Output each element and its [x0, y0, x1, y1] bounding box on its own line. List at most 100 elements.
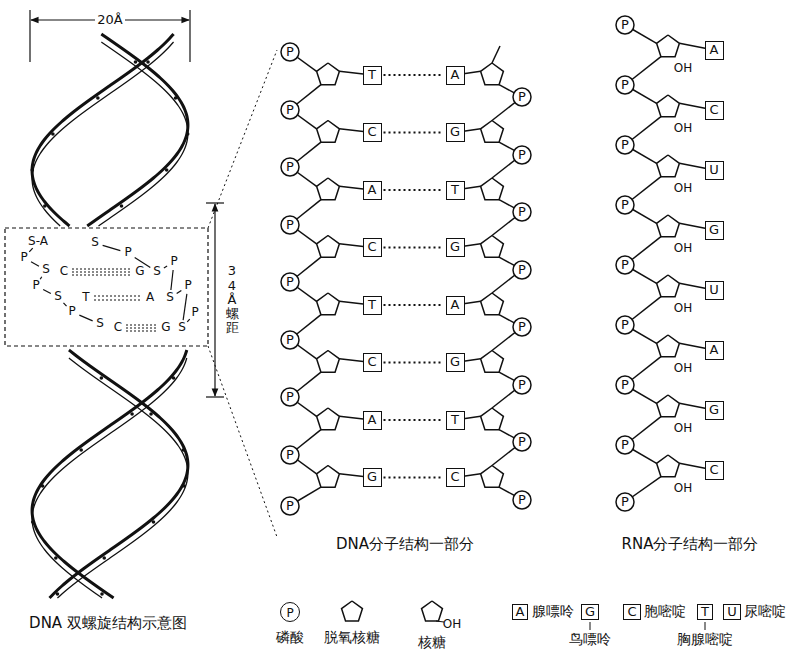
base-letter: T [447, 182, 464, 198]
phosphate-circle: P [280, 445, 300, 465]
zoom-letter: P [20, 251, 27, 265]
legend-text: 核糖 [418, 634, 446, 652]
helix-dot [30, 168, 34, 172]
sugar-pentagon [317, 178, 340, 200]
helix-strand [57, 358, 187, 598]
base-pair-bond [384, 362, 444, 364]
phosphate-circle: P [280, 42, 300, 62]
zoom-letter: C [60, 265, 68, 279]
hydrogen-bond [72, 269, 132, 270]
phosphate-circle: P [512, 317, 532, 337]
legend-samples [342, 601, 705, 630]
legend-text: 胸腺嘧啶 [677, 631, 733, 649]
hydroxyl-label: OH [674, 62, 692, 76]
phosphate-circle: P [615, 375, 635, 395]
zoom-letter: S [91, 236, 99, 250]
base-box: T [446, 411, 465, 430]
helix-strand [32, 42, 173, 226]
sugar-pentagon [657, 215, 680, 237]
phosphate-label: P [512, 375, 532, 395]
base-letter: C [364, 239, 381, 255]
helix-dot [102, 556, 106, 560]
phosphate-label: P [280, 215, 300, 235]
hydrogen-bond [72, 272, 132, 273]
base-letter: A [447, 297, 464, 313]
phosphate-circle: P [615, 492, 635, 512]
phosphate-label: P [615, 315, 635, 335]
phosphate-circle: P [280, 330, 300, 350]
base-box: C [446, 468, 465, 487]
base-box: G [446, 353, 465, 372]
phosphate-label: P [280, 272, 300, 292]
base-box: A [705, 341, 724, 360]
bond-line [171, 270, 173, 290]
zoom-letter: S [54, 290, 62, 304]
helix-dot [152, 520, 156, 524]
helix-dot [172, 376, 176, 380]
base-letter: T [447, 412, 464, 428]
phosphate-circle: P [512, 490, 532, 510]
base-letter: T [364, 67, 381, 83]
phosphate-label: P [512, 202, 532, 222]
base-box: T [363, 66, 382, 85]
zoom-letter: G [135, 265, 144, 279]
zoom-letter: P [184, 279, 191, 293]
phosphate-label: P [280, 445, 300, 465]
phosphate-label: P [512, 432, 532, 452]
zoom-letter: G [161, 321, 170, 335]
base-letter: C [364, 354, 381, 370]
phosphate-label: P [512, 87, 532, 107]
sugar-pentagon [481, 63, 504, 85]
dimension-label: 20Å [95, 13, 124, 28]
hydroxyl-label: OH [674, 122, 692, 136]
phosphate-circle: P [615, 435, 635, 455]
phosphate-circle: P [512, 260, 532, 280]
bond-line [187, 319, 190, 322]
base-pair-bond [384, 132, 444, 134]
phosphate-label: P [512, 490, 532, 510]
base-letter: A [447, 67, 464, 83]
base-box: G [705, 221, 724, 240]
zoom-letter: S [166, 291, 174, 305]
phosphate-label: P [615, 195, 635, 215]
phosphate-label: P [615, 15, 635, 35]
base-letter: C [706, 462, 723, 478]
zoom-letter: S [178, 321, 186, 335]
helix-dot [79, 448, 83, 452]
bond-line [31, 262, 39, 266]
helix-dot [100, 592, 104, 596]
hydrogen-bond [126, 325, 158, 326]
hydrogen-bond [126, 331, 158, 332]
base-letter: A [706, 42, 723, 58]
sugar-pentagon [481, 121, 504, 143]
hydroxyl-label: OH [674, 362, 692, 376]
caption: RNA分子结构一部分 [622, 536, 759, 553]
phosphate-label: P [615, 135, 635, 155]
pitch-label: 34Å螺距 [226, 264, 239, 335]
base-letter: G [706, 222, 723, 238]
hydroxyl-label: OH [674, 302, 692, 316]
base-letter: T [364, 297, 381, 313]
phosphate-circle: P [280, 387, 300, 407]
base-pair-bond [384, 247, 444, 249]
helix-dot [181, 448, 185, 452]
legend-phosphate: P [280, 602, 300, 622]
legend-base: C [623, 604, 640, 621]
base-box: A [363, 411, 382, 430]
legend-text: 磷酸 [276, 629, 304, 647]
helix-dot [186, 132, 190, 136]
connectors [384, 75, 444, 478]
sugar-pentagon [481, 293, 504, 315]
base-box: G [363, 468, 382, 487]
hydrogen-bond [72, 275, 132, 276]
sugar-pentagon [481, 466, 504, 488]
sugar-pentagon [657, 455, 680, 477]
hydrogen-bond [126, 328, 158, 329]
phosphate-circle: P [615, 255, 635, 275]
sugar-pentagon [657, 95, 680, 117]
zoom-letter: T [82, 291, 89, 305]
legend-text: 脱氧核糖 [324, 629, 380, 647]
legend-text: 胞嘧啶 [644, 603, 686, 621]
base-letter: A [706, 342, 723, 358]
helix-strand [32, 34, 173, 226]
